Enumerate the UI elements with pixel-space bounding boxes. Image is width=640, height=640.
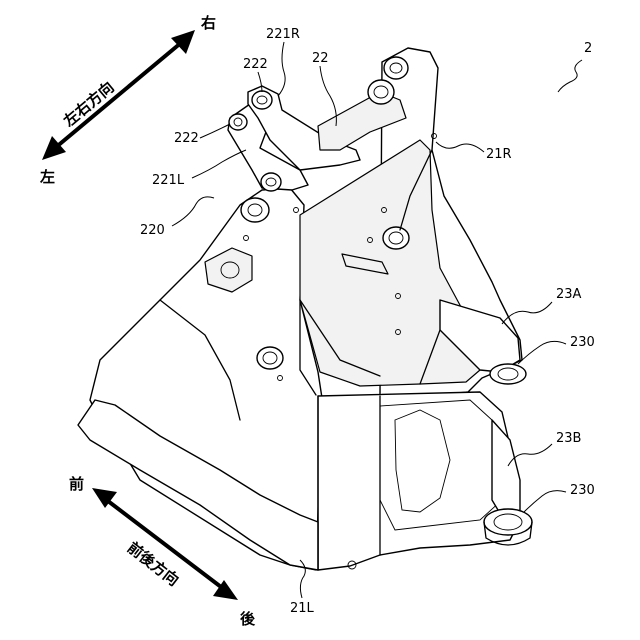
ref-221L: 221L (152, 173, 185, 188)
ref-221R-leader (278, 42, 285, 96)
front-label: 前 (69, 475, 84, 493)
ref-230-lower-leader (524, 491, 566, 512)
ref-220-leader (172, 197, 214, 226)
ref-2: 2 (584, 41, 592, 56)
right-label: 右 (201, 14, 216, 32)
left-label: 左 (39, 168, 55, 186)
front-rear-axis-label: 前後方向 (124, 538, 182, 589)
ref-230-lower: 230 (570, 483, 595, 498)
ref-230-upper-leader (518, 341, 566, 364)
ref-23B: 23B (556, 431, 581, 446)
ref-222-lower-leader (200, 124, 230, 138)
ref-222-upper: 222 (243, 57, 268, 72)
ref-21R: 21R (486, 147, 512, 162)
ref-21R-leader (436, 142, 484, 152)
ref-23A: 23A (556, 287, 582, 302)
ref-230-upper: 230 (570, 335, 595, 350)
front-frame-body (78, 48, 532, 570)
ref-221R: 221R (266, 27, 300, 42)
ref-22: 22 (312, 51, 329, 66)
left-right-arrow (42, 30, 195, 160)
ref-220: 220 (140, 223, 165, 238)
ref-21L: 21L (290, 601, 315, 616)
ref-222-lower: 222 (174, 131, 199, 146)
rear-label: 後 (239, 610, 256, 628)
ref-2-leader (558, 60, 582, 92)
ref-221L-leader (192, 150, 246, 178)
